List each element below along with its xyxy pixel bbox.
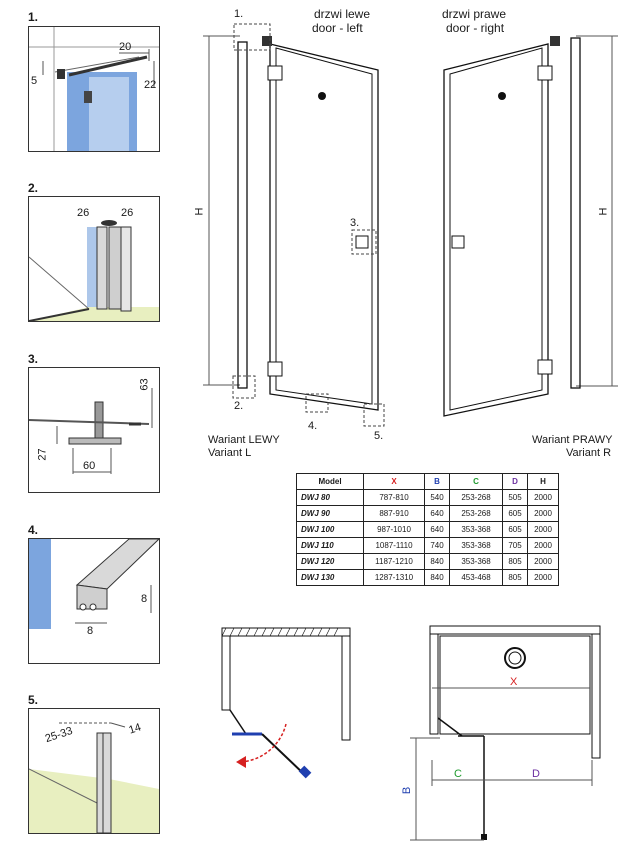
- plan-c-label: C: [454, 768, 462, 780]
- table-header-d: D: [502, 473, 528, 490]
- table-cell: 2000: [527, 489, 559, 506]
- table-cell: 887-910: [363, 505, 425, 522]
- left-door-callout-5: 5.: [374, 430, 384, 442]
- table-row: DWJ 120 1187-1210 840 353-368 805 2000: [296, 553, 559, 570]
- table-cell: 1287-1310: [363, 569, 425, 586]
- table-header-b: B: [424, 473, 450, 490]
- table-cell: 987-1010: [363, 521, 425, 538]
- detail-2-drawing: [29, 220, 159, 321]
- table-header-h: H: [527, 473, 559, 490]
- detail-4-dim-8a: 8: [141, 593, 148, 605]
- table-cell: 505: [502, 489, 528, 506]
- table-cell: 253-268: [449, 505, 503, 522]
- detail-3-dim-63: 63: [138, 378, 151, 391]
- right-door-title-pl: drzwi prawe: [442, 7, 507, 21]
- table-cell: 640: [424, 505, 450, 522]
- detail-2-number: 2.: [28, 181, 39, 195]
- table-cell: 840: [424, 569, 450, 586]
- table-cell: 2000: [527, 553, 559, 570]
- detail-4-number: 4.: [28, 523, 39, 537]
- table-row: DWJ 130 1287-1310 840 453-468 805 2000: [296, 569, 559, 586]
- left-door-height-label: H: [193, 207, 206, 216]
- table-cell: 840: [424, 553, 450, 570]
- table-cell: 2000: [527, 505, 559, 522]
- detail-5-box: 25-33 14: [28, 708, 160, 834]
- table-cell: DWJ 80: [296, 489, 364, 506]
- table-cell: 605: [502, 505, 528, 522]
- table-cell: 2000: [527, 521, 559, 538]
- plan-x-label: X: [510, 676, 518, 688]
- table-row: DWJ 100 987-1010 640 353-368 605 2000: [296, 521, 559, 538]
- table-header-x: X: [363, 473, 425, 490]
- table-cell: 805: [502, 569, 528, 586]
- table-cell: 353-368: [449, 537, 503, 554]
- table-cell: 1187-1210: [363, 553, 425, 570]
- table-cell: DWJ 120: [296, 553, 364, 570]
- table-row: DWJ 80 787-810 540 253-268 505 2000: [296, 489, 559, 506]
- detail-3-box: 63 27 60: [28, 367, 160, 493]
- detail-3-number: 3.: [28, 352, 39, 366]
- detail-2-box: 26 26: [28, 196, 160, 322]
- table-row: DWJ 90 887-910 640 253-268 605 2000: [296, 505, 559, 522]
- left-door-title-en: door - left: [312, 21, 363, 35]
- right-door-title-en: door - right: [446, 21, 505, 35]
- table-cell: DWJ 130: [296, 569, 364, 586]
- detail-3-dim-27: 27: [36, 448, 49, 461]
- table-cell: 640: [424, 521, 450, 538]
- detail-3-dim-60: 60: [83, 460, 96, 472]
- detail-1-drawing: [29, 27, 159, 151]
- detail-5-drawing: [29, 722, 159, 833]
- table-header-row: Model X B C D H: [296, 473, 559, 490]
- detail-3-drawing: [29, 388, 153, 474]
- right-variant-en: Variant R: [566, 447, 612, 459]
- plan-b-label: B: [401, 786, 414, 795]
- table-cell: 740: [424, 537, 450, 554]
- table-cell: 605: [502, 521, 528, 538]
- table-header-c: C: [449, 473, 503, 490]
- detail-1-box: 20 5 22: [28, 26, 160, 152]
- table-cell: DWJ 110: [296, 537, 364, 554]
- table-cell: 805: [502, 553, 528, 570]
- detail-5-number: 5.: [28, 693, 39, 707]
- table-cell: 353-368: [449, 553, 503, 570]
- left-door-title-pl: drzwi lewe: [314, 7, 371, 21]
- right-variant-pl: Wariant PRAWY: [532, 434, 613, 446]
- left-variant-pl: Wariant LEWY: [208, 434, 280, 446]
- plan-d-label: D: [532, 768, 540, 780]
- table-header-model: Model: [296, 473, 364, 490]
- table-row: DWJ 110 1087-1110 740 353-368 705 2000: [296, 537, 559, 554]
- detail-1-dim-22: 22: [144, 79, 157, 91]
- detail-1-number: 1.: [28, 10, 39, 24]
- detail-4-box: 8 8: [28, 538, 160, 664]
- table-cell: DWJ 100: [296, 521, 364, 538]
- detail-2-dim-26a: 26: [77, 207, 90, 219]
- table-cell: 453-468: [449, 569, 503, 586]
- model-table: Model X B C D H DWJ 80 787-810 540 253-2…: [296, 473, 559, 586]
- detail-4-dim-8b: 8: [87, 625, 94, 637]
- left-door-callout-2: 2.: [234, 400, 244, 412]
- table-cell: 705: [502, 537, 528, 554]
- detail-1-dim-5: 5: [31, 75, 38, 87]
- detail-1-dim-20: 20: [119, 41, 132, 53]
- table-cell: 353-368: [449, 521, 503, 538]
- table-cell: 2000: [527, 537, 559, 554]
- table-cell: 1087-1110: [363, 537, 425, 554]
- detail-2-dim-26b: 26: [121, 207, 134, 219]
- left-door-callout-4: 4.: [308, 420, 318, 432]
- right-door-height-label: H: [597, 207, 610, 216]
- table-cell: 2000: [527, 569, 559, 586]
- detail-4-drawing: [29, 539, 159, 629]
- table-cell: 253-268: [449, 489, 503, 506]
- table-cell: 787-810: [363, 489, 425, 506]
- left-variant-en: Variant L: [208, 447, 252, 459]
- left-door-callout-3: 3.: [350, 217, 360, 229]
- table-cell: DWJ 90: [296, 505, 364, 522]
- left-door-callout-1: 1.: [234, 8, 244, 20]
- table-cell: 540: [424, 489, 450, 506]
